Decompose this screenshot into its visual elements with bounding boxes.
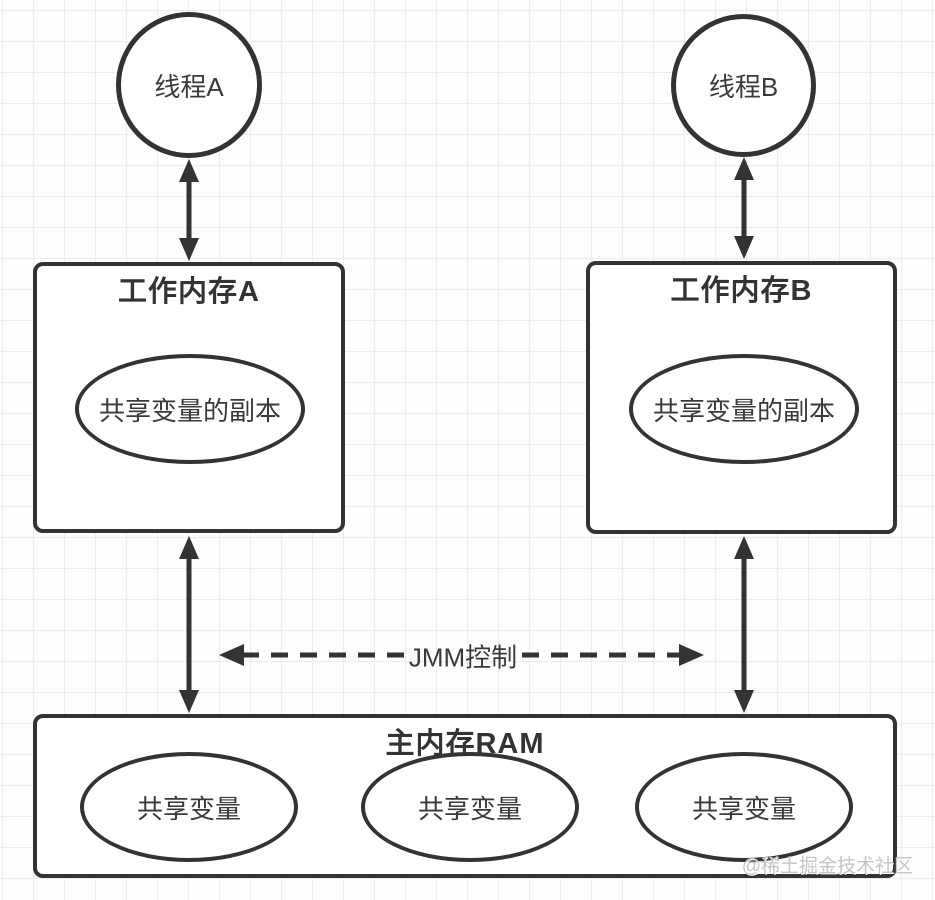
arrow-thread-a-to-working-memory-a <box>179 159 199 261</box>
shared-variable-ellipse-2: 共享变量 <box>361 752 579 862</box>
working-memory-b-title: 工作内存B <box>670 275 813 307</box>
thread-a-circle: 线程A <box>116 12 262 158</box>
thread-b-label: 线程B <box>708 72 779 102</box>
shared-variable-copy-a-label: 共享变量的副本 <box>98 395 281 426</box>
shared-variable-ellipse-1: 共享变量 <box>80 752 298 862</box>
shared-variable-label-2: 共享变量 <box>417 793 522 824</box>
shared-variable-label-1: 共享变量 <box>136 793 241 824</box>
thread-a-label: 线程A <box>154 71 224 102</box>
arrow-working-memory-a-to-main-memory <box>179 536 199 713</box>
arrow-thread-b-to-working-memory-b <box>734 157 754 259</box>
shared-variable-ellipse-3: 共享变量 <box>635 752 853 862</box>
watermark-text: @稀土掘金技术社区 <box>741 856 913 877</box>
shared-variable-label-3: 共享变量 <box>691 793 796 824</box>
thread-b-circle: 线程B <box>671 14 816 157</box>
arrow-working-memory-b-to-main-memory <box>734 536 754 713</box>
shared-variable-copy-b-label: 共享变量的副本 <box>652 395 835 426</box>
shared-variable-copy-b-ellipse: 共享变量的副本 <box>629 354 859 464</box>
shared-variable-copy-a-ellipse: 共享变量的副本 <box>75 354 305 464</box>
jmm-control-label: JMM控制 <box>408 642 518 673</box>
working-memory-a-title: 工作内存A <box>118 276 260 308</box>
